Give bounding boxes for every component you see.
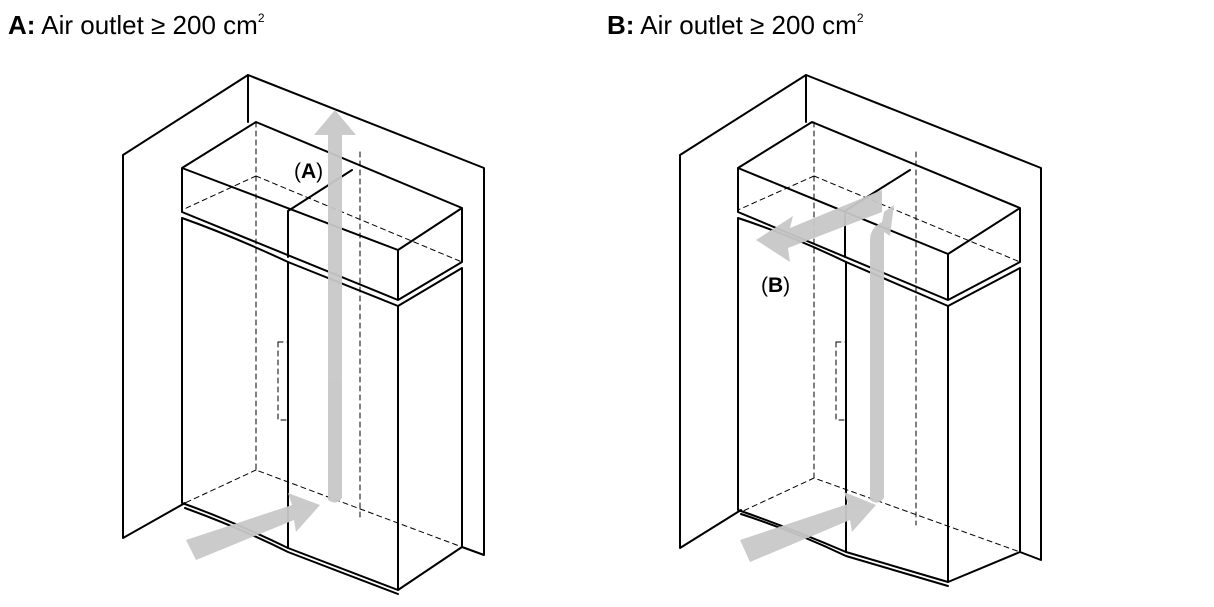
panel-a-side <box>397 267 463 591</box>
panel-b-outlet-arrow <box>756 190 882 262</box>
panel-b-inlet-arrow <box>740 492 876 562</box>
caption-a-superscript: 2 <box>257 11 265 25</box>
panel-a-top-cabinet-divider <box>287 169 353 258</box>
caption-b: B: Air outlet ≥ 200 cm2 <box>607 10 864 40</box>
panel-b-airflow <box>740 190 894 562</box>
caption-a: A: Air outlet ≥ 200 cm2 <box>8 10 265 40</box>
panel-b-hidden-edges <box>737 121 1021 553</box>
caption-a-text: Air outlet ≥ 200 cm <box>41 10 258 40</box>
panel-b-back-wall <box>805 74 1042 561</box>
panel-b-rising-arrow <box>870 205 894 503</box>
panel-a-rising-arrow <box>314 110 356 503</box>
panel-b-left-door <box>737 217 847 553</box>
panel-a-airflow <box>186 110 356 560</box>
panel-a-inlet-arrow <box>186 493 320 560</box>
panel-a-top-cabinet <box>181 121 463 301</box>
panel-a-hidden-edges <box>181 121 463 548</box>
panel-b-side <box>947 267 1021 583</box>
panel-a-back-wall <box>247 74 485 556</box>
caption-b-key: B: <box>607 10 635 40</box>
panel-b-right-door <box>845 261 949 583</box>
caption-b-text: Air outlet ≥ 200 cm <box>640 10 857 40</box>
caption-b-superscript: 2 <box>856 11 864 25</box>
panel-a-right-door <box>287 261 399 591</box>
panel-a-left-door <box>181 217 289 549</box>
caption-a-key: A: <box>8 10 36 40</box>
panel-a-left-wall <box>122 74 249 539</box>
panel-b-left-wall <box>679 74 807 549</box>
panel-a-callout: (A) <box>294 160 323 183</box>
panel-a-illustration <box>122 74 485 595</box>
panel-b-callout: (B) <box>761 274 790 297</box>
